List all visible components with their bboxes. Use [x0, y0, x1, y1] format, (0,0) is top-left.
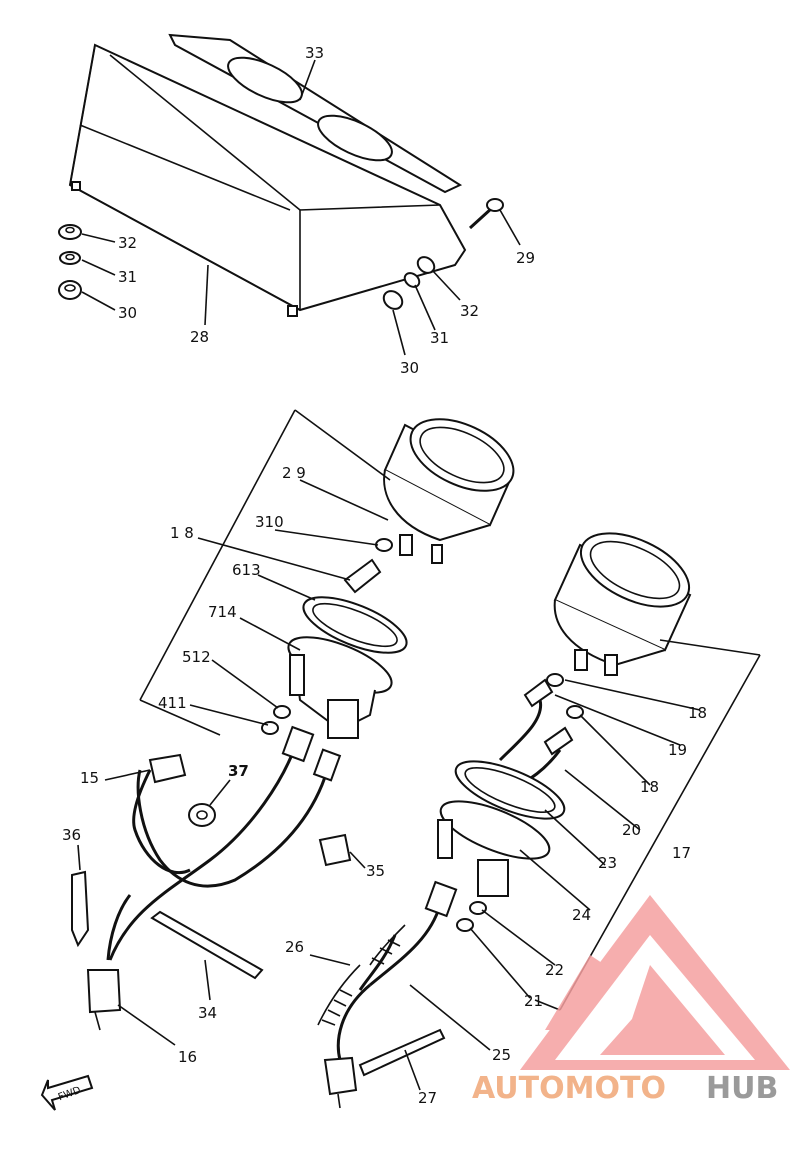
bolt-29-top: [468, 198, 504, 230]
cables-left: [86, 725, 342, 1031]
fwd-arrow: FWD: [40, 1074, 94, 1111]
callout-27: 27: [418, 1089, 437, 1107]
grommet-37: [188, 803, 216, 827]
leaders-top: [81, 59, 521, 356]
callout-2-9: 2 9: [282, 464, 306, 482]
callout-26: 26: [285, 938, 304, 956]
callout-labels: 33 32 31 30 28 29 32 31 30 2 9 310 1 8 6…: [62, 44, 707, 1107]
band-34: [150, 910, 264, 980]
callout-17: 17: [672, 844, 691, 862]
callout-28: 28: [190, 328, 209, 346]
nut-32-left: [58, 224, 82, 240]
watermark-text-part2: HUB: [706, 1071, 778, 1106]
callout-19: 19: [668, 741, 687, 759]
callout-32-left: 32: [118, 234, 137, 252]
callout-36: 36: [62, 826, 81, 844]
band-27: [358, 1028, 446, 1077]
callout-15: 15: [80, 769, 99, 787]
callout-37: 37: [228, 762, 249, 780]
callout-25: 25: [492, 1046, 511, 1064]
clamp-35: [318, 833, 352, 867]
callout-30-left: 30: [118, 304, 137, 322]
callout-29-top: 29: [516, 249, 535, 267]
callout-35: 35: [366, 862, 385, 880]
callout-5-12: 512: [182, 648, 211, 666]
leaders-bottom: [77, 479, 701, 1091]
watermark-text-part1: AUTOMOTO: [472, 1071, 666, 1106]
callout-18-a: 18: [688, 704, 707, 722]
bracket-outline-left: [139, 409, 391, 736]
socket-and-rings-left: [261, 538, 408, 739]
callout-3-10: 310: [255, 513, 284, 531]
callout-32-right: 32: [460, 302, 479, 320]
callout-22: 22: [545, 961, 564, 979]
speedometer-gauge: [383, 418, 515, 564]
cables-right: [317, 880, 458, 1109]
callout-20: 20: [622, 821, 641, 839]
clip-36: [71, 870, 90, 948]
callout-31-left: 31: [118, 268, 137, 286]
callout-7-14: 714: [208, 603, 237, 621]
meter-housing: [68, 43, 467, 317]
callout-30-right: 30: [400, 359, 419, 377]
washer-31-right: [403, 272, 421, 288]
nut-30-left: [58, 280, 82, 300]
callout-18-b: 18: [640, 778, 659, 796]
callout-33: 33: [305, 44, 324, 62]
callout-4-11: 411: [158, 694, 187, 712]
washer-31-left: [59, 251, 81, 265]
callout-21: 21: [524, 992, 543, 1010]
nut-30-right: [382, 290, 404, 310]
callout-1-8: 1 8: [170, 524, 194, 542]
watermark-text: AUTOMOTO HUB: [472, 1071, 778, 1106]
bracket-outline-right: [534, 639, 761, 1011]
callout-6-13: 613: [232, 561, 261, 579]
sockets-and-rings-right: [437, 673, 584, 932]
callout-24: 24: [572, 906, 591, 924]
callout-16: 16: [178, 1048, 197, 1066]
callout-31-right: 31: [430, 329, 449, 347]
tachometer-gauge: [553, 532, 692, 676]
watermark-logo: [520, 895, 790, 1070]
callout-23: 23: [598, 854, 617, 872]
callout-34: 34: [198, 1004, 217, 1022]
